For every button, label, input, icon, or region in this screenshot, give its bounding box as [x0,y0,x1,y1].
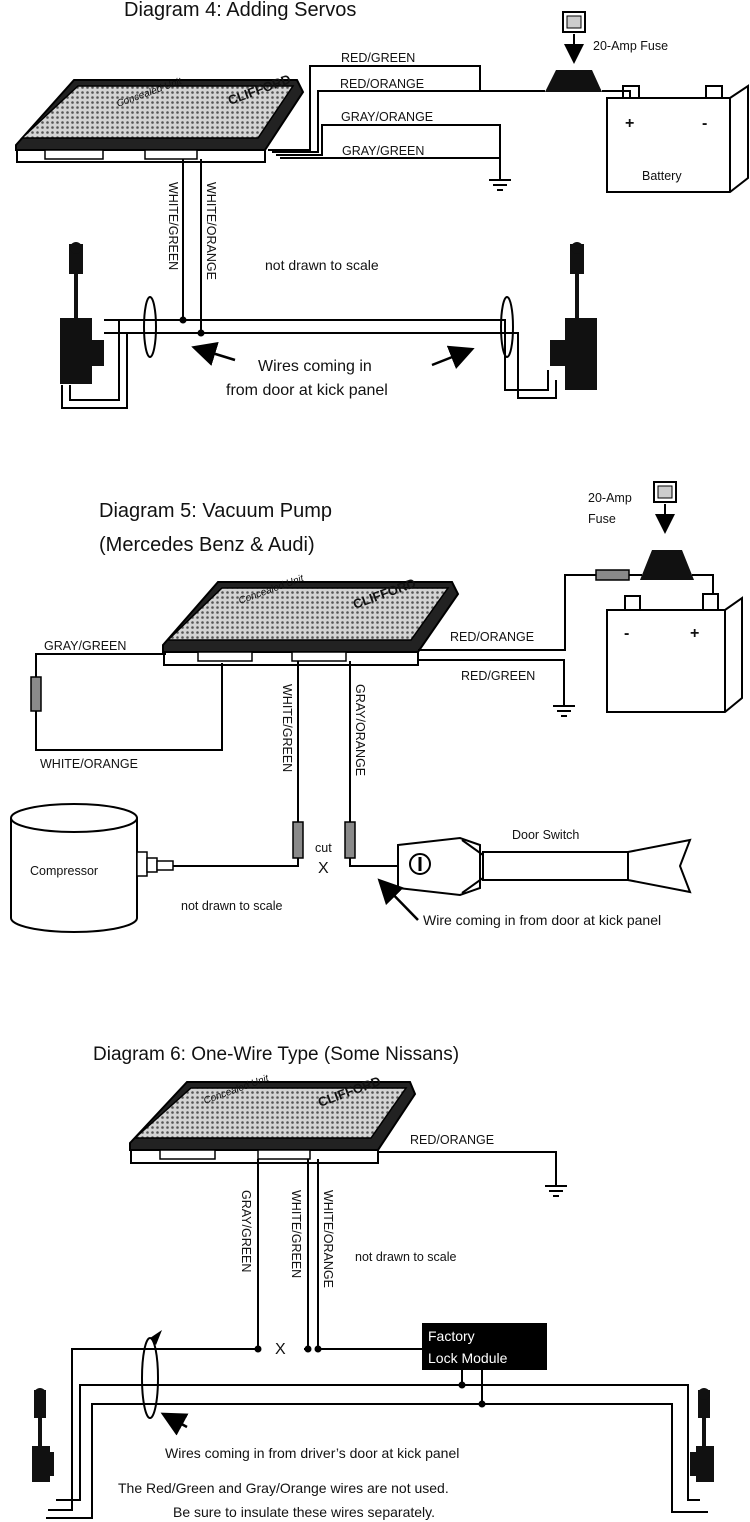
right-servo [550,242,597,390]
wire-label-gray-green: GRAY/GREEN [44,639,126,653]
fuse-label: 20-Amp Fuse [593,39,668,53]
control-unit: CLIFFORD Concealed Unit [15,71,305,163]
wire-label-white-orange: WHITE/ORANGE [321,1190,335,1288]
battery: - + [606,593,743,713]
control-unit: CLIFFORD Concealed Unit [162,573,460,666]
vertical-wires: GRAY/GREEN WHITE/GREEN WHITE/ORANGE X [48,1159,422,1511]
not-to-scale-note: not drawn to scale [181,899,282,913]
diagram-5: Diagram 5: Vacuum Pump (Mercedes Benz & … [10,481,743,933]
wire-label-red-green: RED/GREEN [341,51,415,65]
door-switch-label: Door Switch [512,828,579,842]
fuse: 20-Amp Fuse [545,11,668,92]
wire-label-gray-green: GRAY/GREEN [239,1190,253,1272]
battery-minus: - [702,115,707,132]
wire-label-red-orange: RED/ORANGE [340,77,424,91]
caption: Wire coming in from door at kick panel [423,912,661,928]
wire-label-red-green: RED/GREEN [461,669,535,683]
cut-label: cut [315,841,332,855]
wire-label-red-orange: RED/ORANGE [450,630,534,644]
cut-mark: X [318,860,329,877]
diagram-5-title-line-1: Diagram 5: Vacuum Pump [99,500,332,522]
vertical-wires: WHITE/GREEN GRAY/ORANGE cut X [173,661,398,877]
wire-label-gray-orange: GRAY/ORANGE [353,684,367,776]
battery-label: Battery [642,169,682,183]
battery-plus: + [625,115,634,132]
power-wires: RED/ORANGE RED/GREEN [418,569,714,717]
diagram-4-title: Diagram 4: Adding Servos [124,0,356,21]
battery: + - Battery [606,84,749,193]
not-to-scale-note: not drawn to scale [355,1250,456,1264]
ground-wire: RED/ORANGE [378,1133,568,1197]
module-label-line-1: Factory [428,1328,475,1344]
caption: Wires coming in from driver’s door at ki… [165,1445,459,1461]
caption-line-2: from door at kick panel [226,382,388,399]
wire-label-white-orange: WHITE/ORANGE [40,757,138,771]
wire-label-gray-orange: GRAY/ORANGE [341,110,433,124]
left-servo [60,242,104,384]
wire-label-white-orange: WHITE/ORANGE [204,182,218,280]
caption-line-1: Wires coming in [258,358,372,375]
compressor-label: Compressor [30,864,98,878]
door-wires [46,1330,708,1519]
control-unit: CLIFFORD Concealed Unit [129,1073,417,1164]
diagram-4: Diagram 4: Adding Servos CLIFFORD Concea… [15,0,749,409]
diagram-6: Diagram 6: One-Wire Type (Some Nissans) … [32,1044,714,1520]
battery-plus: + [690,625,699,642]
module-label-line-2: Lock Module [428,1350,508,1366]
diagram-5-title-line-2: (Mercedes Benz & Audi) [99,534,315,556]
diagram-6-title: Diagram 6: One-Wire Type (Some Nissans) [93,1044,459,1065]
fuse-label-line-1: 20-Amp [588,491,632,505]
factory-lock-module: Factory Lock Module [422,1323,547,1370]
wire-label-red-orange: RED/ORANGE [410,1133,494,1147]
cut-mark: X [275,1341,286,1358]
compressor: Compressor [10,803,174,933]
fuse-label-line-2: Fuse [588,512,616,526]
door-switch: Door Switch [397,828,692,897]
fuse: 20-Amp Fuse [588,481,694,580]
left-loop-wires: GRAY/GREEN WHITE/ORANGE [30,639,223,771]
upper-wires: RED/GREEN RED/ORANGE GRAY/ORANGE GRAY/GR… [268,51,631,191]
left-servo [32,1388,54,1482]
wire-label-white-green: WHITE/GREEN [289,1190,303,1278]
wire-label-white-green: WHITE/GREEN [166,182,180,270]
right-servo [690,1388,714,1482]
not-to-scale-note: not drawn to scale [265,257,379,273]
servo-leads: WHITE/GREEN WHITE/ORANGE [61,159,557,409]
footer-line-2: Be sure to insulate these wires separate… [173,1504,435,1520]
wire-label-white-green: WHITE/GREEN [280,684,294,772]
wire-label-gray-green: GRAY/GREEN [342,144,424,158]
battery-minus: - [624,625,629,642]
footer-line-1: The Red/Green and Gray/Orange wires are … [118,1480,449,1496]
